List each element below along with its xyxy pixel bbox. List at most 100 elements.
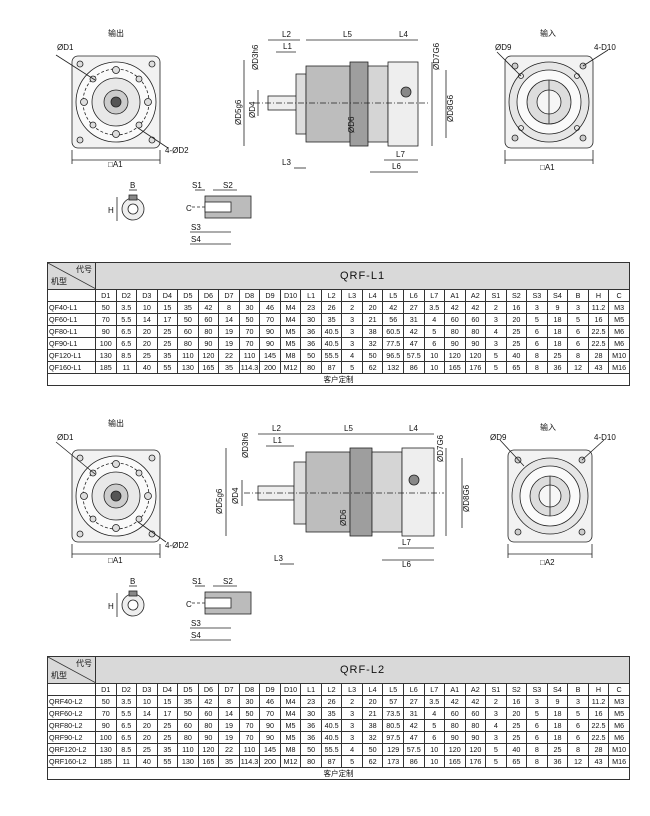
table-title: QRF-L2 <box>94 656 631 684</box>
value-cell: 60 <box>177 719 199 732</box>
input-label: 输入 <box>540 28 556 38</box>
d10-label: 4-D10 <box>594 433 616 442</box>
value-cell: M8 <box>279 743 302 756</box>
value-cell: 60 <box>177 325 199 338</box>
value-cell: 14 <box>136 313 158 326</box>
value-cell: 120 <box>444 349 466 362</box>
s3-label: S3 <box>191 619 201 628</box>
model-cell: QRF40-L2 <box>47 695 96 708</box>
c-label: C <box>186 204 192 213</box>
value-cell: 35 <box>218 361 240 374</box>
d7-label: ØD7G6 <box>436 434 445 462</box>
value-cell: 42 <box>444 301 466 314</box>
value-cell: 10 <box>136 695 158 708</box>
table-title: QRF-L1 <box>94 262 631 290</box>
value-cell: 87 <box>320 361 343 374</box>
value-cell: 42 <box>402 719 425 732</box>
value-cell: 80 <box>464 325 487 338</box>
column-header: A1 <box>444 683 466 696</box>
value-cell: 50 <box>300 743 322 756</box>
d7-label: ØD7G6 <box>432 42 441 70</box>
value-cell: 36 <box>300 325 322 338</box>
value-cell: 70 <box>95 707 117 720</box>
value-cell: 50 <box>177 313 199 326</box>
value-cell: 8.5 <box>115 743 138 756</box>
l7-label: L7 <box>402 538 411 547</box>
s4-label: S4 <box>191 631 201 640</box>
value-cell: 23 <box>300 301 322 314</box>
value-cell: 40 <box>505 743 528 756</box>
column-header: L3 <box>341 289 363 302</box>
value-cell: 4 <box>485 325 507 338</box>
value-cell: 22.5 <box>587 337 610 350</box>
value-cell: 36 <box>300 731 322 744</box>
value-cell: M12 <box>279 755 302 768</box>
column-header: C <box>608 683 631 696</box>
table-corner-cell: 代号 机型 <box>47 656 96 684</box>
d2-label: 4-ØD2 <box>165 541 189 550</box>
shaft-key-detail <box>116 189 145 221</box>
value-cell: 55.5 <box>320 349 343 362</box>
value-cell: 3 <box>341 731 363 744</box>
dimension-drawing-l1: 输出 ØD1 4-ØD2 □A1 L2 L1 L5 L4 L7 L6 L3 ØD… <box>55 28 616 245</box>
value-cell: 12 <box>567 361 589 374</box>
value-cell: 27 <box>402 695 425 708</box>
value-cell: 4 <box>423 707 446 720</box>
column-header: L2 <box>320 683 343 696</box>
value-cell: 25 <box>136 743 158 756</box>
value-cell: 16 <box>505 301 528 314</box>
value-cell: 62 <box>361 755 384 768</box>
value-cell: 36 <box>546 361 569 374</box>
value-cell: 10 <box>423 743 446 756</box>
value-cell: 35 <box>177 301 199 314</box>
value-cell: 70 <box>238 325 261 338</box>
value-cell: 17 <box>156 313 179 326</box>
l4-label: L4 <box>399 30 408 39</box>
value-cell: 90 <box>95 325 117 338</box>
value-cell: 36 <box>300 719 322 732</box>
value-cell: 25 <box>156 719 179 732</box>
column-header: D9 <box>259 683 281 696</box>
value-cell: 20 <box>361 695 384 708</box>
value-cell: M10 <box>608 743 631 756</box>
value-cell: 55 <box>156 755 179 768</box>
value-cell: 38 <box>361 719 384 732</box>
value-cell: 6.5 <box>115 719 138 732</box>
value-cell: 97.5 <box>382 731 404 744</box>
value-cell: 42 <box>444 695 466 708</box>
value-cell: 70 <box>238 731 261 744</box>
value-cell: 21 <box>361 707 384 720</box>
value-cell: 176 <box>464 361 487 374</box>
value-cell: 25 <box>546 743 569 756</box>
value-cell: 19 <box>218 719 240 732</box>
value-cell: 8 <box>567 743 589 756</box>
value-cell: 80 <box>177 731 199 744</box>
value-cell: 8 <box>218 301 240 314</box>
value-cell: 4 <box>341 743 363 756</box>
value-cell: 90 <box>95 719 117 732</box>
value-cell: 129 <box>382 743 404 756</box>
value-cell: 11 <box>115 361 138 374</box>
value-cell: 8 <box>526 743 548 756</box>
value-cell: 25 <box>546 349 569 362</box>
value-cell: 11.2 <box>587 301 610 314</box>
value-cell: 20 <box>505 707 528 720</box>
value-cell: 20 <box>136 731 158 744</box>
output-flange-view <box>55 54 169 164</box>
value-cell: 5.5 <box>115 313 138 326</box>
value-cell: M6 <box>608 719 631 732</box>
value-cell: 20 <box>361 301 384 314</box>
column-header: S2 <box>505 683 528 696</box>
value-cell: 12 <box>567 755 589 768</box>
value-cell: 80 <box>444 325 466 338</box>
value-cell: 3 <box>567 695 589 708</box>
value-cell: 130 <box>177 361 199 374</box>
value-cell: 22 <box>218 349 240 362</box>
model-cell: QRF90-L2 <box>47 731 96 744</box>
value-cell: 80 <box>177 337 199 350</box>
value-cell: 110 <box>238 349 261 362</box>
value-cell: 3 <box>526 695 548 708</box>
